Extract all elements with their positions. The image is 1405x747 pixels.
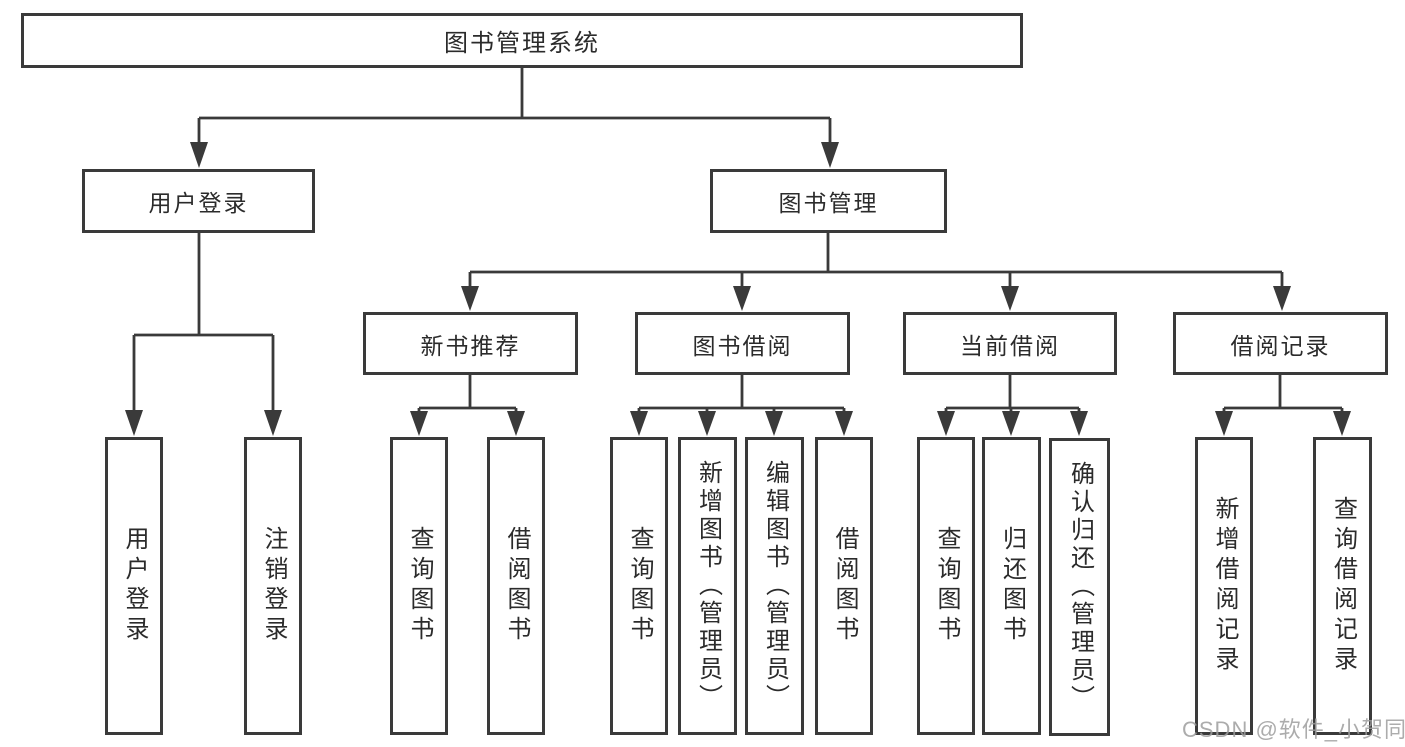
connector-borrowing-to-leaves bbox=[630, 375, 853, 436]
node-leaf-current-query-book: 查询图书 bbox=[917, 437, 975, 735]
connector-recommend-to-leaves bbox=[410, 375, 525, 436]
node-leaf-borrow-query-book: 查询图书 bbox=[610, 437, 668, 735]
node-leaf-current-confirm-return: 确认归还（管理员） bbox=[1049, 438, 1110, 736]
node-root-system: 图书管理系统 bbox=[21, 13, 1023, 68]
connector-user-login-to-leaves bbox=[125, 232, 282, 436]
node-book-management: 图书管理 bbox=[710, 169, 947, 233]
csdn-watermark: CSDN @软件_小贺同学 bbox=[1182, 717, 1405, 742]
node-new-book-recommend: 新书推荐 bbox=[363, 312, 578, 375]
node-leaf-borrow-borrow-book: 借阅图书 bbox=[815, 437, 873, 735]
node-current-borrowing: 当前借阅 bbox=[903, 312, 1117, 375]
node-leaf-borrow-edit-book: 编辑图书（管理员） bbox=[745, 437, 804, 735]
connector-records-to-leaves bbox=[1215, 375, 1351, 436]
node-user-login: 用户登录 bbox=[82, 169, 315, 233]
node-leaf-records-query-record: 查询借阅记录 bbox=[1313, 437, 1372, 735]
node-leaf-recommend-borrow-book: 借阅图书 bbox=[487, 437, 545, 735]
node-leaf-logout: 注销登录 bbox=[244, 437, 302, 735]
node-leaf-current-return-book: 归还图书 bbox=[982, 437, 1041, 735]
node-leaf-user-login: 用户登录 bbox=[105, 437, 163, 735]
node-leaf-records-add-record: 新增借阅记录 bbox=[1195, 437, 1253, 735]
connector-book-management-to-level3 bbox=[461, 232, 1291, 311]
connector-current-to-leaves bbox=[937, 375, 1088, 436]
node-leaf-borrow-add-book: 新增图书（管理员） bbox=[678, 437, 737, 735]
connector-root-to-level2 bbox=[190, 67, 839, 168]
node-borrowing-records: 借阅记录 bbox=[1173, 312, 1388, 375]
node-book-borrowing: 图书借阅 bbox=[635, 312, 850, 375]
node-leaf-recommend-query-book: 查询图书 bbox=[390, 437, 448, 735]
